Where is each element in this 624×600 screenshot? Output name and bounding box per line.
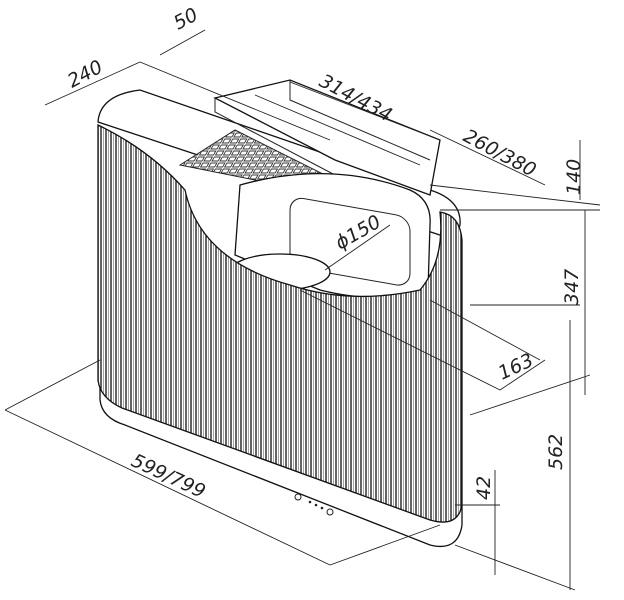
power-button[interactable]	[294, 493, 302, 501]
dim-body-height: 347	[561, 269, 583, 305]
dim-chimney-depth: 260/380	[460, 125, 540, 181]
dim-offset-top: 50	[170, 4, 202, 35]
control-panel	[294, 493, 334, 516]
dim-total-height: 562	[545, 434, 567, 470]
ribbed-front-panel	[97, 123, 463, 523]
dim-base-height: 42	[473, 476, 495, 500]
dimension-lines	[4, 29, 601, 591]
chimney	[213, 79, 441, 196]
light-button[interactable]	[326, 508, 334, 516]
dim-chimney-height: 140	[563, 159, 585, 195]
dim-width: 599/799	[128, 450, 209, 503]
